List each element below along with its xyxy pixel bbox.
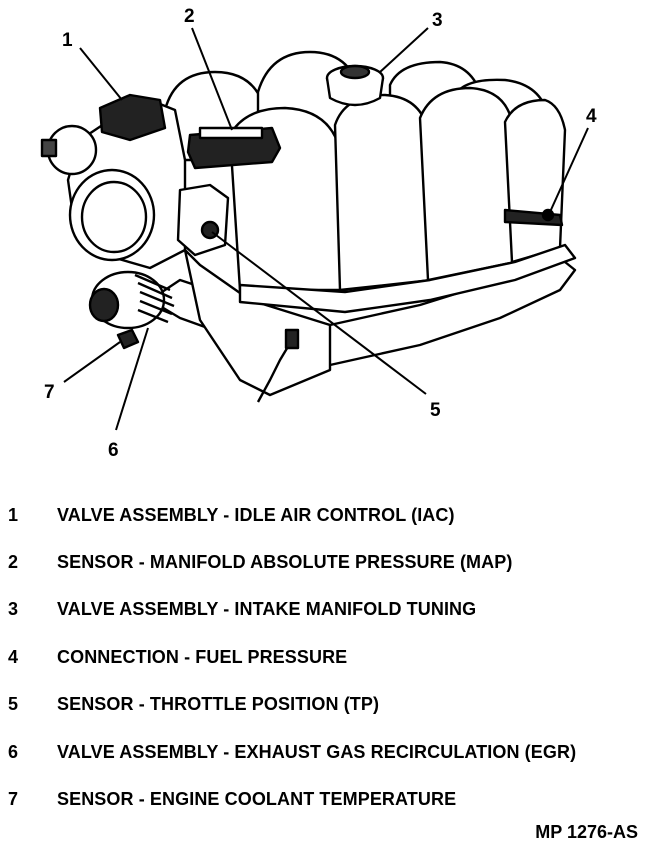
callout-2: 2 [184,6,195,27]
legend-number: 2 [8,552,19,572]
leader-7 [63,341,121,383]
legend-label: SENSOR - ENGINE COOLANT TEMPERATURE [57,789,457,809]
fuel-connection [541,208,555,222]
tp-sensor [176,183,230,257]
intake-manifold-illustration: 1 2 3 4 5 6 7 [40,6,597,461]
figure-identifier: MP 1276-AS [535,822,638,842]
legend-label: VALVE ASSEMBLY - EXHAUST GAS RECIRCULATI… [57,742,577,762]
front-runner-2 [333,93,434,292]
callout-7: 7 [44,382,55,403]
callout-3: 3 [432,10,443,31]
fuel-rail [503,208,564,227]
legend-label: SENSOR - MANIFOLD ABSOLUTE PRESSURE (MAP… [57,552,513,572]
callout-5: 5 [430,400,441,421]
iac-valve [98,93,167,142]
legend-item: 6 VALVE ASSEMBLY - EXHAUST GAS RECIRCULA… [0,742,672,772]
legend-label: VALVE ASSEMBLY - INTAKE MANIFOLD TUNING [57,599,477,619]
callout-1: 1 [62,30,73,51]
front-runner-3 [418,86,517,282]
legend-item: 3 VALVE ASSEMBLY - INTAKE MANIFOLD TUNIN… [0,599,672,629]
legend-label: CONNECTION - FUEL PRESSURE [57,647,348,667]
callout-6: 6 [108,440,119,461]
throttle-bore-inner [80,180,148,254]
legend-item: 7 SENSOR - ENGINE COOLANT TEMPERATURE [0,789,672,819]
legend-number: 1 [8,505,19,525]
leader-4 [549,127,589,213]
legend-number: 3 [8,599,19,619]
legend-item: 2 SENSOR - MANIFOLD ABSOLUTE PRESSURE (M… [0,552,672,582]
leader-6 [115,327,149,431]
iac-connector [40,138,58,158]
leader-3 [379,27,429,73]
legend-number: 5 [8,694,19,714]
legend-label: SENSOR - THROTTLE POSITION (TP) [57,694,380,714]
front-runner-4 [503,98,567,264]
legend-label: VALVE ASSEMBLY - IDLE AIR CONTROL (IAC) [57,505,455,525]
leader-1 [79,47,123,101]
tuning-valve-top [339,64,371,80]
callout-4: 4 [586,106,597,127]
tuning-valve-body [325,77,385,107]
legend-item: 5 SENSOR - THROTTLE POSITION (TP) [0,694,672,724]
wire-connector [284,328,300,350]
sensor-wire [256,339,294,403]
plenum-lip [238,243,577,314]
ect-sensor [116,328,140,350]
legend-item: 4 CONNECTION - FUEL PRESSURE [0,647,672,677]
egr-valve-face [88,287,120,323]
egr-fins [134,273,175,324]
legend-item: 1 VALVE ASSEMBLY - IDLE AIR CONTROL (IAC… [0,505,672,535]
legend-number: 7 [8,789,19,809]
legend-number: 4 [8,647,19,667]
leader-5 [211,231,427,395]
leader-2 [191,27,233,131]
manifold-lower-body [183,248,332,397]
legend-number: 6 [8,742,19,762]
